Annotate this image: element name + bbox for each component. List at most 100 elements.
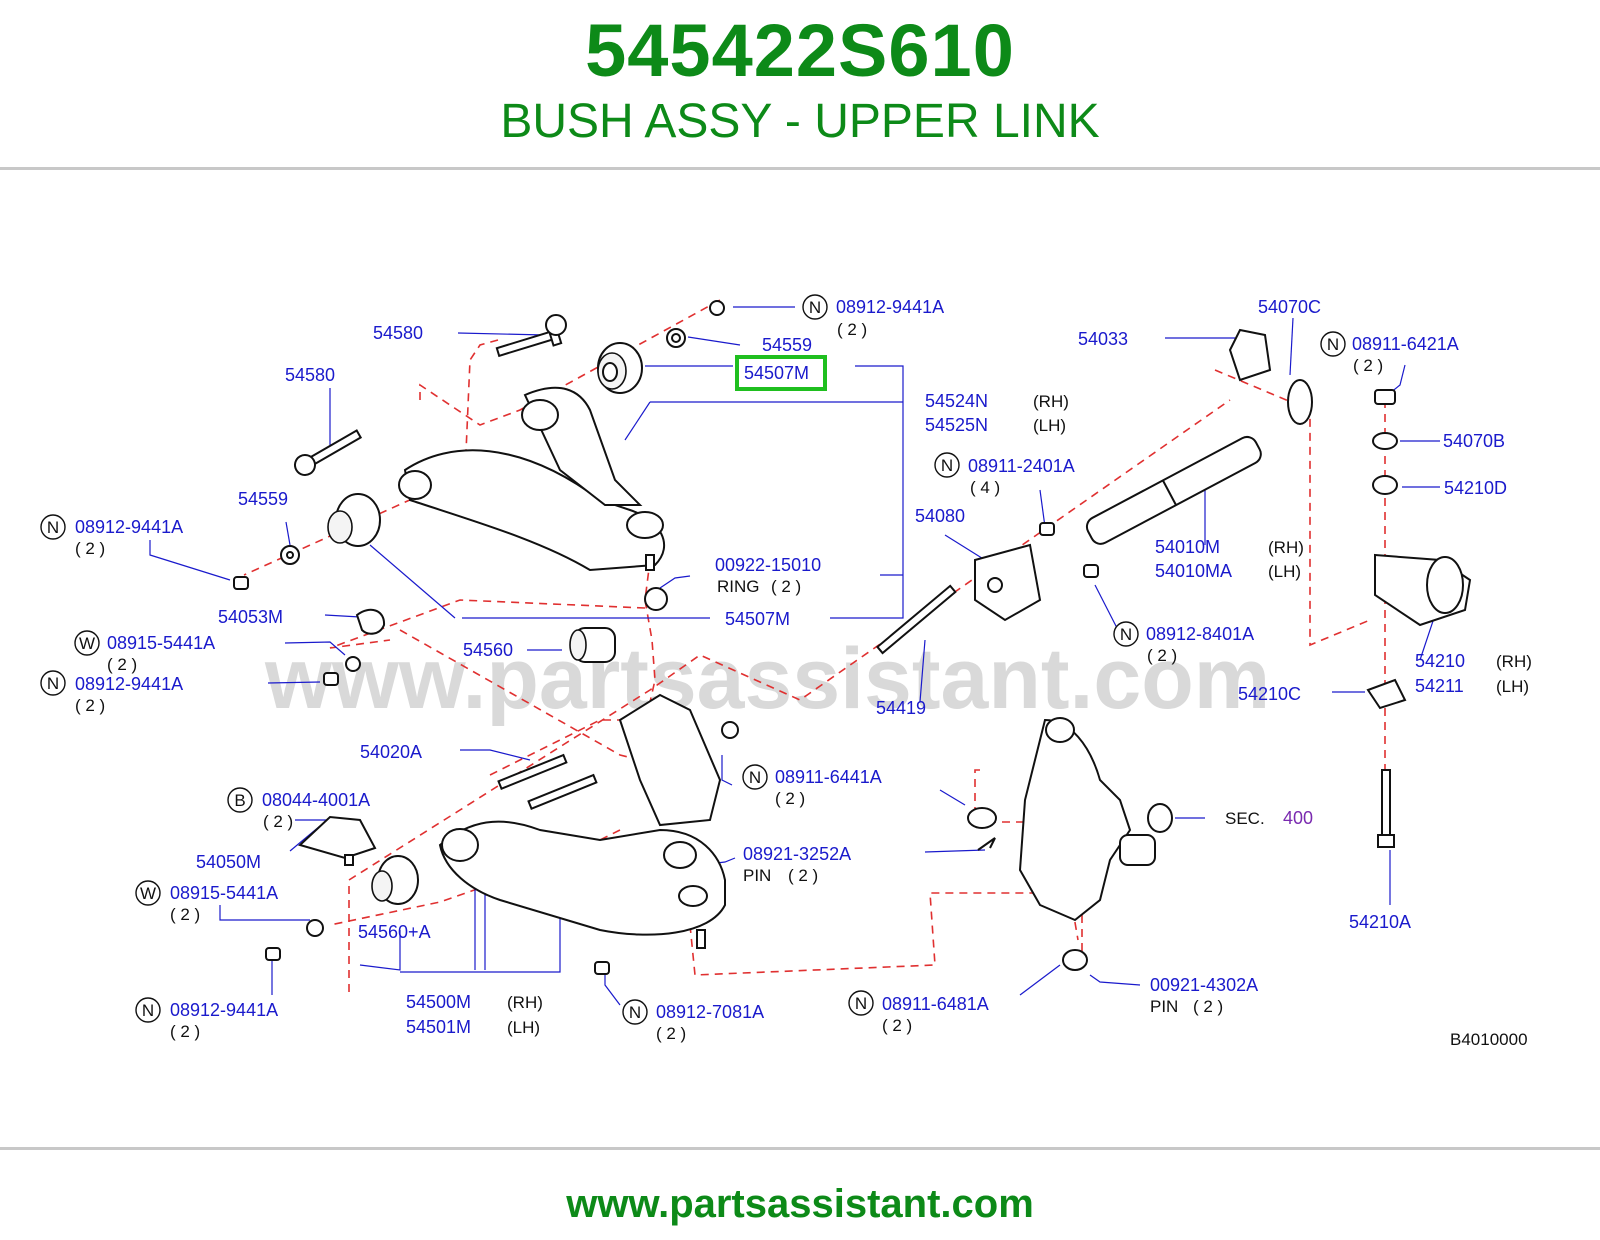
label-54560[interactable]: 54560 <box>463 640 513 660</box>
label-54559-top[interactable]: 54559 <box>762 335 812 355</box>
label-54507m-highlight[interactable]: 54507M <box>744 363 809 383</box>
n-marker-text: N <box>142 1001 154 1020</box>
label-00921-4302a[interactable]: 00921-4302A <box>1150 975 1258 995</box>
label-54559-left[interactable]: 54559 <box>238 489 288 509</box>
n-marker-text: N <box>1327 335 1339 354</box>
qty-pin-1: ( 2 ) <box>788 866 818 885</box>
side-lh-2: (LH) <box>507 1018 540 1037</box>
parts-drawing <box>233 300 1472 975</box>
qty-b: ( 2 ) <box>263 812 293 831</box>
label-08911-2401a[interactable]: 08911-2401A <box>968 456 1075 476</box>
qty-7081: ( 2 ) <box>656 1024 686 1043</box>
label-08044-4001a[interactable]: 08044-4001A <box>262 790 370 810</box>
w-marker <box>135 880 161 906</box>
n-marker <box>934 452 960 478</box>
label-08912-8401a[interactable]: 08912-8401A <box>1146 624 1254 644</box>
label-08912-9441a-b[interactable]: 08912-9441A <box>75 674 183 694</box>
label-54210[interactable]: 54210 <box>1415 651 1465 671</box>
n-marker <box>1320 331 1346 357</box>
label-08912-9441a-c[interactable]: 08912-9441A <box>170 1000 278 1020</box>
label-54580-left[interactable]: 54580 <box>285 365 335 385</box>
w-marker-text: W <box>79 634 95 653</box>
label-54210d[interactable]: 54210D <box>1444 478 1507 498</box>
qty-8401: ( 2 ) <box>1147 646 1177 665</box>
label-54010m[interactable]: 54010M <box>1155 537 1220 557</box>
page-header: 545422S610 BUSH ASSY - UPPER LINK <box>0 0 1600 170</box>
label-08911-6421a[interactable]: 08911-6421A <box>1352 334 1459 354</box>
label-08911-6481a[interactable]: 08911-6481A <box>882 994 989 1014</box>
label-08915-5441a-b[interactable]: 08915-5441A <box>170 883 278 903</box>
label-54500m[interactable]: 54500M <box>406 992 471 1012</box>
label-54210c[interactable]: 54210C <box>1238 684 1301 704</box>
label-08915-5441a-a[interactable]: 08915-5441A <box>107 633 215 653</box>
b-marker-text: B <box>234 791 245 810</box>
sec-number-link[interactable]: 400 <box>1283 808 1313 828</box>
n-marker-text: N <box>941 456 953 475</box>
n-marker-text: N <box>809 298 821 317</box>
footer-divider <box>0 1147 1600 1150</box>
label-54070b[interactable]: 54070B <box>1443 431 1505 451</box>
side-lh-1: (LH) <box>1033 416 1066 435</box>
part-labels: 54580 54580 08912-9441A ( 2 ) 54559 5450… <box>75 297 1532 1049</box>
qty-left-3: ( 2 ) <box>170 1022 200 1041</box>
n-marker-text: N <box>47 518 59 537</box>
n-marker-text: N <box>749 768 761 787</box>
label-54080[interactable]: 54080 <box>915 506 965 526</box>
watermark-text: www.partsassistant.com <box>264 631 1270 727</box>
qty-ring: ( 2 ) <box>771 577 801 596</box>
label-54053m[interactable]: 54053M <box>218 607 283 627</box>
qty-w-1: ( 2 ) <box>107 655 137 674</box>
pin-label-2: PIN <box>1150 997 1178 1016</box>
label-54560-plus-a[interactable]: 54560+A <box>358 922 431 942</box>
label-54525n[interactable]: 54525N <box>925 415 988 435</box>
label-54419[interactable]: 54419 <box>876 698 926 718</box>
part-number-title: 545422S610 <box>585 9 1015 92</box>
side-rh-2: (RH) <box>507 993 543 1012</box>
pin-label-1: PIN <box>743 866 771 885</box>
label-54050m[interactable]: 54050M <box>196 852 261 872</box>
n-marker-text: N <box>1120 625 1132 644</box>
highlight-box <box>735 355 827 391</box>
qty-6421: ( 2 ) <box>1353 356 1383 375</box>
n-marker <box>135 997 161 1023</box>
qty-4: ( 4 ) <box>970 478 1000 497</box>
label-54210a[interactable]: 54210A <box>1349 912 1411 932</box>
qty-w-2: ( 2 ) <box>170 905 200 924</box>
marker-circles: N N W N B W N N N N N N N <box>40 294 1346 1025</box>
label-54524n[interactable]: 54524N <box>925 391 988 411</box>
label-08912-7081a[interactable]: 08912-7081A <box>656 1002 764 1022</box>
qty-6481: ( 2 ) <box>882 1016 912 1035</box>
n-marker <box>802 294 828 320</box>
label-08912-9441a-top[interactable]: 08912-9441A <box>836 297 944 317</box>
label-54070c[interactable]: 54070C <box>1258 297 1321 317</box>
part-name-subtitle: BUSH ASSY - UPPER LINK <box>500 95 1100 148</box>
label-00922-15010[interactable]: 00922-15010 <box>715 555 821 575</box>
label-54033[interactable]: 54033 <box>1078 329 1128 349</box>
qty-left-1: ( 2 ) <box>75 539 105 558</box>
label-54507m[interactable]: 54507M <box>725 609 790 629</box>
label-08911-6441a[interactable]: 08911-6441A <box>775 767 882 787</box>
label-54580-top[interactable]: 54580 <box>373 323 423 343</box>
n-marker <box>1113 621 1139 647</box>
footer-website-link[interactable]: www.partsassistant.com <box>566 1182 1034 1226</box>
label-08921-3252a[interactable]: 08921-3252A <box>743 844 851 864</box>
side-rh-3: (RH) <box>1268 538 1304 557</box>
n-marker-text: N <box>47 674 59 693</box>
n-marker-text: N <box>855 994 867 1013</box>
b-marker <box>227 787 253 813</box>
qty-top: ( 2 ) <box>837 320 867 339</box>
label-54211[interactable]: 54211 <box>1415 676 1464 696</box>
qty-6441: ( 2 ) <box>775 789 805 808</box>
n-marker <box>40 670 66 696</box>
label-08912-9441a-left[interactable]: 08912-9441A <box>75 517 183 537</box>
label-54020a[interactable]: 54020A <box>360 742 422 762</box>
label-54010ma[interactable]: 54010MA <box>1155 561 1232 581</box>
qty-pin-2: ( 2 ) <box>1193 997 1223 1016</box>
side-rh-1: (RH) <box>1033 392 1069 411</box>
diagram-code: B4010000 <box>1450 1030 1528 1049</box>
side-lh-3: (LH) <box>1268 562 1301 581</box>
side-rh-4: (RH) <box>1496 652 1532 671</box>
n-marker-text: N <box>629 1003 641 1022</box>
label-54501m[interactable]: 54501M <box>406 1017 471 1037</box>
